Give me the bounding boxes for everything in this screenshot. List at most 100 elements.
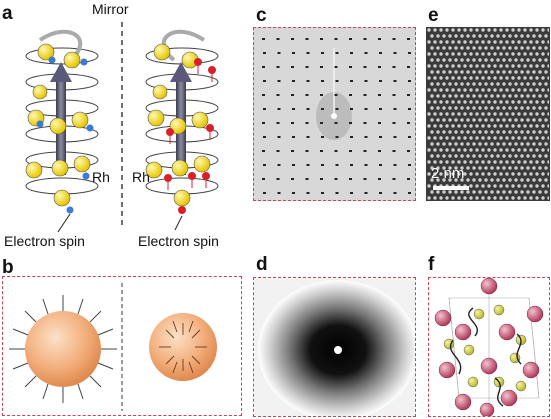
lattice-dot	[520, 130, 524, 134]
lattice-dot	[451, 52, 455, 56]
lattice-dot	[547, 196, 549, 200]
lattice-dot	[439, 40, 443, 44]
lattice-dot	[520, 178, 524, 182]
lattice-dot	[508, 154, 512, 158]
diffraction-spot	[277, 164, 281, 166]
lattice-dot	[499, 124, 503, 128]
lattice-dot	[529, 40, 533, 44]
diffraction-spot	[277, 136, 281, 138]
lattice-dot	[427, 136, 431, 140]
lattice-dot	[457, 160, 461, 164]
lattice-dot	[511, 148, 515, 152]
lattice-dot	[448, 106, 452, 110]
lattice-dot	[547, 124, 549, 128]
diffraction-spot	[393, 52, 397, 54]
lattice-dot	[496, 58, 500, 62]
lattice-dot	[427, 112, 431, 116]
diffraction-spot	[378, 94, 381, 96]
lattice-dot	[523, 88, 527, 92]
lattice-dot	[433, 148, 437, 152]
diffraction-spot	[334, 66, 338, 68]
lattice-dot	[478, 166, 482, 170]
lattice-dot	[475, 124, 479, 128]
lattice-dot	[541, 88, 545, 92]
lattice-dot	[502, 94, 506, 98]
lattice-dot	[493, 196, 497, 200]
lattice-dot	[475, 196, 479, 200]
lattice-dot	[496, 82, 500, 86]
lattice-dot	[463, 100, 467, 104]
diffraction-spot	[364, 108, 368, 110]
lattice-dot	[433, 160, 437, 164]
lattice-dot	[442, 34, 446, 38]
lattice-dot	[487, 52, 491, 56]
lattice-dot	[487, 64, 491, 68]
lattice-dot	[526, 106, 530, 110]
lattice-dot	[544, 190, 548, 194]
lattice-dot	[505, 76, 509, 80]
lattice-dot	[511, 136, 515, 140]
lattice-dot	[442, 46, 446, 50]
lattice-dot	[436, 46, 440, 50]
lattice-dot	[541, 100, 545, 104]
lattice-dot	[457, 28, 461, 32]
lattice-dot	[502, 130, 506, 134]
lattice-dot	[463, 196, 467, 200]
panel-c-frame	[253, 27, 416, 201]
lattice-dot	[469, 136, 473, 140]
diffraction-spot	[320, 178, 323, 180]
diffraction-spot	[305, 66, 309, 68]
lattice-dot	[469, 112, 473, 116]
lattice-dot	[526, 130, 530, 134]
lattice-dot	[430, 34, 434, 38]
diffraction-spot	[335, 164, 339, 166]
lattice-dot	[448, 118, 452, 122]
lattice-dot	[481, 64, 485, 68]
lattice-dot	[541, 160, 545, 164]
lattice-dot	[436, 70, 440, 74]
diffraction-spot	[350, 164, 353, 166]
lattice-dot	[532, 58, 536, 62]
lattice-dot	[544, 94, 548, 98]
lattice-dot	[511, 28, 515, 32]
lattice-dot	[469, 160, 473, 164]
lattice-dot	[475, 148, 479, 152]
diffraction-spot	[306, 136, 310, 138]
lattice-dot	[529, 28, 533, 32]
lattice-dot	[493, 40, 497, 44]
lattice-dot	[463, 40, 467, 44]
lattice-dot	[538, 94, 542, 98]
lattice-dot	[472, 46, 476, 50]
diffraction-spot	[276, 178, 280, 180]
diffraction-spot	[306, 80, 310, 82]
lattice-dot	[532, 190, 536, 194]
lattice-dot	[481, 100, 485, 104]
lattice-dot	[442, 70, 446, 74]
lattice-dot	[427, 148, 431, 152]
lattice-dot	[460, 82, 464, 86]
lattice-dot	[478, 178, 482, 182]
diffraction-spot	[276, 94, 280, 96]
lattice-dot	[523, 28, 527, 32]
lattice-dot	[442, 94, 446, 98]
lattice-dot	[538, 34, 542, 38]
lattice-dot	[523, 172, 527, 176]
lattice-dot	[493, 112, 497, 116]
lattice-dot	[535, 88, 539, 92]
lattice-dot	[427, 172, 431, 176]
lattice-dot	[517, 64, 521, 68]
lattice-dot	[511, 112, 515, 116]
lattice-dot	[538, 58, 542, 62]
lattice-dot	[517, 100, 521, 104]
lattice-dot	[445, 196, 449, 200]
lattice-dot	[532, 82, 536, 86]
lattice-dot	[505, 196, 509, 200]
lattice-dot	[541, 148, 545, 152]
lattice-dot	[442, 106, 446, 110]
diffraction-spot	[292, 192, 295, 194]
diffraction-spot	[379, 192, 382, 194]
lattice-dot	[514, 58, 518, 62]
lattice-dot	[538, 178, 542, 182]
lattice-dot	[526, 58, 530, 62]
lattice-dot	[442, 130, 446, 134]
